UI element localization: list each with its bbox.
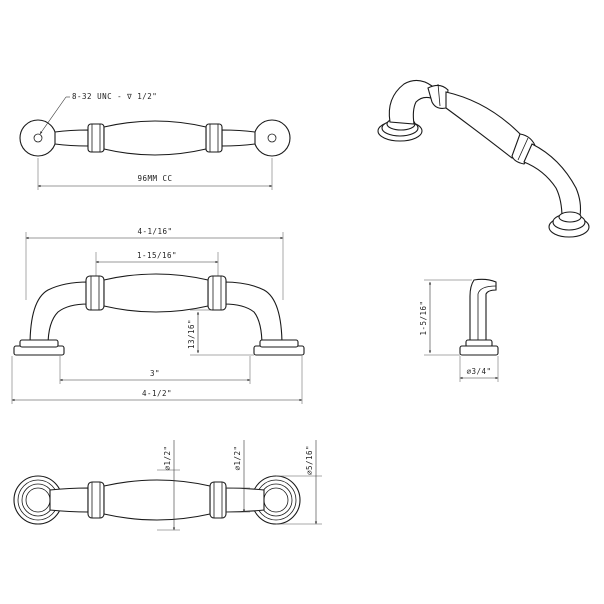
base-diameter-bottom-label: ∅5/16" bbox=[305, 445, 314, 475]
front-arch bbox=[29, 281, 89, 347]
right-neck bbox=[221, 129, 256, 147]
right-collar bbox=[205, 123, 223, 153]
front-grip bbox=[103, 273, 209, 313]
overall-top-label: 4-1/16" bbox=[137, 227, 172, 236]
side-post bbox=[469, 278, 497, 347]
grip-diameter-label: ∅1/2" bbox=[163, 445, 172, 470]
center-to-center-label: 96MM CC bbox=[137, 174, 172, 183]
side-view: 1-5/16" ∅3/4" bbox=[419, 278, 499, 382]
left-neck bbox=[54, 129, 89, 147]
base-diameter-label: ∅3/4" bbox=[466, 367, 491, 376]
projection-label: 1-5/16" bbox=[419, 300, 428, 335]
neck-diameter-label: ∅1/2" bbox=[233, 445, 242, 470]
bottom-grip bbox=[103, 479, 211, 521]
thread-callout-label: 8-32 UNC - ∇ 1/2" bbox=[72, 92, 157, 101]
grip-length-label: 1-15/16" bbox=[137, 251, 177, 260]
front-view: 4-1/16" 1-15/16" 13/16" 3" bbox=[11, 227, 305, 404]
front-left-collar bbox=[85, 275, 105, 311]
grip-body bbox=[103, 120, 207, 156]
front-right-collar bbox=[207, 275, 227, 311]
left-screw-hole bbox=[33, 133, 43, 143]
height-label: 13/16" bbox=[187, 319, 196, 349]
left-collar bbox=[87, 123, 105, 153]
bottom-right-collar bbox=[209, 481, 227, 519]
perspective-grip bbox=[445, 91, 525, 159]
side-base bbox=[459, 345, 499, 356]
left-mount-circle bbox=[19, 119, 57, 157]
right-mount-circle bbox=[253, 119, 291, 157]
top-view: 96MM CC 8-32 UNC - ∇ 1/2" bbox=[19, 92, 291, 190]
overall-bottom-label: 4-1/2" bbox=[142, 389, 172, 398]
right-screw-hole bbox=[267, 133, 277, 143]
bottom-left-collar bbox=[87, 481, 105, 519]
perspective-view bbox=[377, 79, 590, 238]
hole-spacing-label: 3" bbox=[150, 369, 160, 378]
bottom-view: ∅1/2" ∅1/2" ∅5/16" bbox=[13, 440, 322, 531]
